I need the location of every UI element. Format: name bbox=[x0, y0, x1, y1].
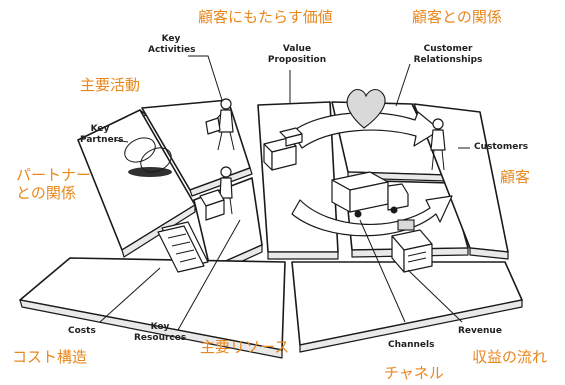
documents-icon bbox=[157, 221, 209, 273]
key-partners-ja-label-line1: パートナー bbox=[16, 166, 92, 184]
customers-ja-label: 顧客 bbox=[500, 168, 531, 186]
channels-ja-label: チャネル bbox=[384, 364, 444, 382]
costs-label: Costs bbox=[68, 326, 96, 336]
key-partners-label: Key Partners bbox=[80, 124, 124, 146]
key-activities-label: Key Activities bbox=[148, 34, 196, 56]
resources-person-icon bbox=[199, 166, 233, 221]
cost-structure-block bbox=[19, 257, 286, 359]
value-proposition-label: Value Proposition bbox=[264, 44, 330, 66]
channels-label: Channels bbox=[388, 340, 435, 350]
key-partners-label-line1: Key bbox=[90, 124, 110, 134]
revenue-ja-label: 収益の流れ bbox=[472, 348, 548, 366]
leader-lines bbox=[99, 55, 470, 331]
customer-relationships-label-line1: Customer bbox=[423, 44, 473, 54]
truck-icon bbox=[331, 171, 409, 218]
customer-person-icon bbox=[430, 118, 446, 171]
key-activities-label-line1: Key bbox=[161, 34, 181, 44]
value-proposition-label-line1: Value bbox=[282, 44, 312, 54]
revenue-label: Revenue bbox=[458, 326, 502, 336]
value-proposition-ja-label: 顧客にもたらす価値 bbox=[198, 8, 333, 26]
heart-icon bbox=[346, 88, 386, 129]
relationship-arrow bbox=[291, 111, 441, 149]
chain-icon bbox=[124, 137, 172, 177]
key-resources-label-line1: Key bbox=[150, 322, 170, 332]
worker-person-icon bbox=[205, 98, 235, 151]
key-partners-label-line2: Partners bbox=[80, 135, 124, 145]
key-partners-block bbox=[77, 109, 196, 258]
customer-relationships-ja-label: 顧客との関係 bbox=[412, 8, 502, 26]
key-partners-ja-label-line2: との関係 bbox=[16, 184, 76, 202]
costs-ja-label: コスト構造 bbox=[12, 348, 88, 366]
key-resources-label: Key Resources bbox=[134, 322, 186, 344]
customers-label: Customers bbox=[474, 142, 529, 152]
key-activities-ja-label: 主要活動 bbox=[80, 76, 141, 94]
key-partners-ja-label: パートナー との関係 bbox=[16, 166, 91, 202]
value-proposition-label-line2: Proposition bbox=[267, 55, 327, 65]
key-resources-ja-label: 主要リソース bbox=[200, 338, 290, 356]
cash-register-icon bbox=[391, 219, 433, 273]
customer-relationships-label: Customer Relationships bbox=[406, 44, 490, 66]
boxes-icon bbox=[263, 127, 303, 171]
key-resources-label-line2: Resources bbox=[134, 333, 187, 343]
revenue-streams-block bbox=[291, 261, 523, 353]
customer-relationships-label-line2: Relationships bbox=[413, 55, 483, 65]
key-activities-label-line2: Activities bbox=[148, 45, 196, 55]
